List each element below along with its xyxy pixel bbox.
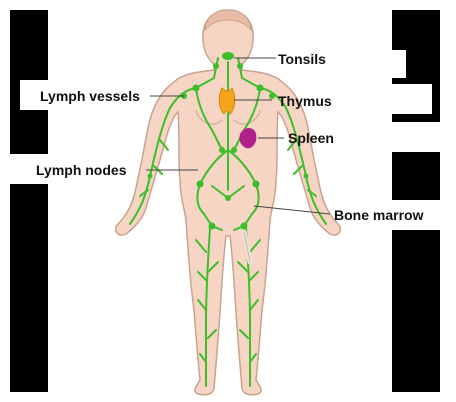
lymph-node	[213, 63, 219, 69]
label-lymph-vessels: Lymph vessels	[40, 88, 140, 104]
lymph-node	[219, 147, 225, 153]
lymph-node	[209, 223, 216, 230]
label-bone-marrow: Bone marrow	[334, 207, 423, 223]
lymph-node	[304, 174, 309, 179]
lymph-node	[193, 85, 200, 92]
lymph-node	[257, 85, 264, 92]
label-tonsils: Tonsils	[278, 51, 326, 67]
label-lymph-nodes: Lymph nodes	[36, 162, 127, 178]
lymph-node	[225, 195, 231, 201]
lymph-node	[231, 147, 237, 153]
lymph-node	[197, 181, 204, 188]
lymph-node	[148, 174, 153, 179]
label-spleen: Spleen	[288, 130, 334, 146]
lymph-node	[237, 63, 243, 69]
lymph-node	[241, 223, 248, 230]
lymph-node	[269, 93, 275, 99]
label-thymus: Thymus	[278, 93, 332, 109]
lymph-node	[253, 181, 260, 188]
tonsils	[222, 52, 234, 60]
thymus	[219, 88, 235, 114]
